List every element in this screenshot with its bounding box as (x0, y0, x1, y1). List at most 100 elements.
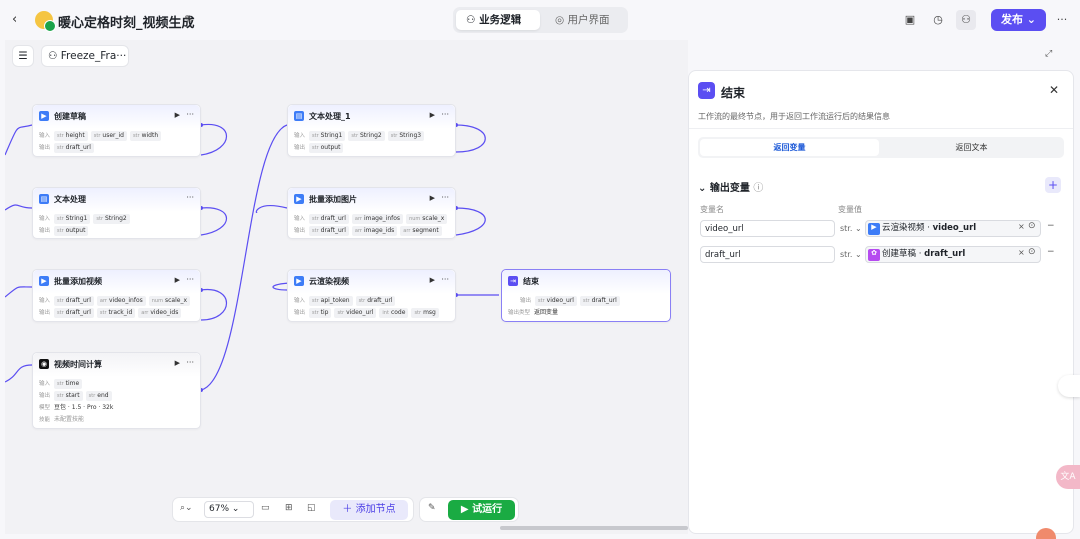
input-label: 输入 (39, 133, 51, 139)
remove-row-icon[interactable]: − (1047, 221, 1055, 231)
clear-icon[interactable]: × (1018, 222, 1025, 231)
remove-row-icon[interactable]: − (1047, 247, 1055, 257)
source-node: 云渲染视频 (882, 223, 925, 233)
package-icon[interactable]: ▣ (904, 13, 916, 26)
history-icon[interactable]: ◷ (933, 13, 943, 26)
model-label: 模型 (39, 405, 51, 411)
tab-user-interface[interactable]: ◎ 用户界面 (555, 14, 610, 26)
variable-name-input[interactable] (700, 220, 835, 237)
variable-reference[interactable]: ✿创建草稿 · draft_url (865, 246, 1041, 263)
model-name: 豆包 · 1.5 · Pro · 32k (54, 404, 114, 411)
divider (689, 128, 1073, 129)
info-icon[interactable]: ⓘ (753, 183, 764, 194)
debug-icon[interactable]: ✎ (428, 503, 436, 513)
more-icon[interactable]: ··· (186, 193, 194, 202)
more-icon[interactable]: ··· (441, 275, 449, 284)
type-select[interactable]: str. ⌄ (840, 250, 862, 259)
target-icon[interactable]: ⊙ (1028, 221, 1036, 231)
param-chip: String3 (399, 132, 422, 139)
output-label: 输出 (39, 145, 51, 151)
input-label: 输入 (294, 133, 306, 139)
column-header-name: 变量名 (700, 205, 724, 214)
edit-icon[interactable]: ✎ (184, 13, 194, 26)
param-chip: output (65, 227, 86, 234)
skill-value: 未配置技能 (54, 416, 85, 423)
test-run-button[interactable]: ▶ 试运行 (448, 500, 515, 520)
end-node-panel: ⇥ 结束 ✕ 工作流的最终节点，用于返回工作流运行后的结果信息 返回变量 返回文… (688, 70, 1074, 534)
node-title: 创建草稿 (54, 112, 86, 121)
output-label: 输出 (294, 145, 306, 151)
more-icon[interactable]: ··· (186, 275, 194, 284)
param-chip: api_token (320, 297, 350, 304)
output-type-label: 输出类型 (508, 310, 531, 316)
input-label: 输入 (39, 381, 51, 387)
run-node-icon[interactable]: ▶ (429, 194, 435, 202)
collaborators-icon[interactable]: ⚇ (956, 10, 976, 30)
input-label: 输入 (294, 216, 306, 222)
variable-name-input[interactable] (700, 246, 835, 263)
canvas-toolbar: ⌕⌄ 67% ⌄ ▭ ⊞ ◱ ＋ 添加节点 (172, 497, 414, 522)
param-chip: draft_url (591, 297, 617, 304)
type-select[interactable]: str. ⌄ (840, 224, 862, 233)
run-node-icon[interactable]: ▶ (429, 276, 435, 284)
param-chip: String2 (360, 132, 382, 139)
pointer-mode-icon[interactable]: ⌕⌄ (180, 503, 193, 513)
clear-icon[interactable]: × (1018, 248, 1025, 257)
tab-return-text[interactable]: 返回文本 (955, 143, 988, 152)
minimap-icon[interactable]: ◱ (307, 503, 316, 513)
workflow-name-chip[interactable]: ⚇ Freeze_Fra··· (41, 45, 129, 67)
render-node-icon: ▶ (868, 223, 880, 235)
publish-button[interactable]: 发布 ⌄ (991, 9, 1046, 31)
variable-reference[interactable]: ▶云渲染视频 · video_url (865, 220, 1041, 237)
fullscreen-icon[interactable]: ⤢ (1045, 49, 1053, 59)
close-icon[interactable]: ✕ (1048, 83, 1059, 97)
type-value: str. (840, 224, 853, 233)
tab-business-logic[interactable]: ⚇ 业务逻辑 (456, 10, 540, 30)
more-icon[interactable]: ··· (441, 110, 449, 119)
more-icon[interactable]: ··· (1056, 13, 1068, 26)
param-chip: scale_x (422, 215, 445, 222)
assistant-float-icon[interactable] (1058, 375, 1080, 397)
run-node-icon[interactable]: ▶ (174, 359, 180, 367)
tab-return-variables[interactable]: 返回变量 (700, 139, 879, 156)
more-icon[interactable]: ··· (441, 193, 449, 202)
chat-float-icon[interactable] (1036, 528, 1056, 539)
target-icon[interactable]: ⊙ (1028, 247, 1036, 257)
run-node-icon[interactable]: ▶ (174, 111, 180, 119)
param-chip: time (65, 380, 80, 387)
zoom-select[interactable]: 67% ⌄ (204, 501, 254, 518)
text-node-icon: ▤ (39, 194, 49, 204)
run-node-icon[interactable]: ▶ (174, 276, 180, 284)
skill-label: 技能 (39, 417, 51, 423)
param-chip: code (390, 309, 406, 316)
image-node-icon: ▶ (294, 194, 304, 204)
horizontal-scrollbar[interactable] (500, 526, 688, 530)
comment-icon[interactable]: ▭ (261, 503, 270, 513)
source-variable: video_url (932, 223, 977, 233)
layout-icon[interactable]: ⊞ (285, 503, 293, 513)
param-chip: video_url (346, 309, 374, 316)
run-node-icon[interactable]: ▶ (429, 111, 435, 119)
render-node-icon: ▶ (294, 276, 304, 286)
translate-float-icon[interactable]: 文A (1056, 465, 1080, 489)
more-icon[interactable]: ··· (186, 110, 194, 119)
param-chip: image_ids (363, 227, 395, 234)
output-variables-section[interactable]: ⌄ 输出变量 ⓘ (698, 183, 764, 194)
back-icon[interactable]: ‹ (12, 12, 18, 27)
param-chip: String2 (105, 215, 127, 222)
add-node-button[interactable]: ＋ 添加节点 (330, 500, 408, 520)
top-bar: ‹ 暖心定格时刻_视频生成 ✎ ⚇ 业务逻辑 ◎ 用户界面 ▣ ◷ ⚇ 发布 ⌄… (0, 0, 1080, 40)
more-icon[interactable]: ··· (186, 358, 194, 367)
add-variable-button[interactable]: + (1045, 177, 1061, 193)
outline-toggle-icon[interactable]: ☰ (12, 45, 34, 67)
node-title: 批量添加视频 (54, 277, 102, 286)
